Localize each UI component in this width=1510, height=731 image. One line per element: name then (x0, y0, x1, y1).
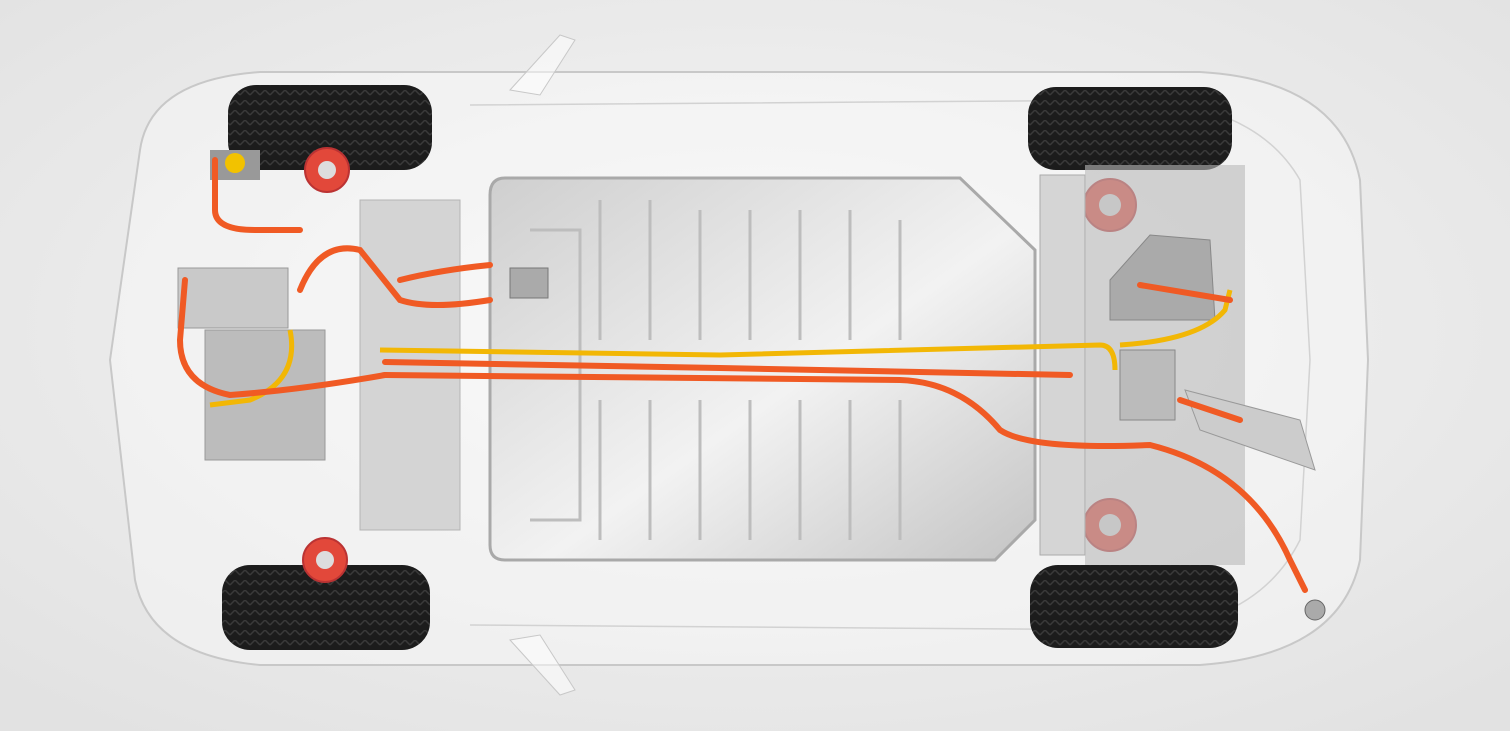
tire-rear-right (1030, 565, 1238, 648)
front-electronics (177, 267, 289, 329)
rear-subframe (1039, 174, 1086, 556)
hub-center (316, 551, 334, 569)
rear-tank (1109, 234, 1216, 321)
rear-charger (1119, 349, 1176, 421)
hv-cables (176, 157, 1308, 593)
tire-front-left (228, 85, 432, 170)
hub-center (318, 161, 336, 179)
tire-rear-left (1028, 87, 1232, 170)
mirror-left (509, 34, 576, 96)
mirror-right (509, 634, 576, 696)
reservoir-cap (225, 153, 245, 173)
charge-port (1304, 599, 1326, 621)
lv-cables (209, 289, 1233, 408)
tire-front-right (222, 565, 430, 650)
battery-connector (509, 267, 549, 299)
